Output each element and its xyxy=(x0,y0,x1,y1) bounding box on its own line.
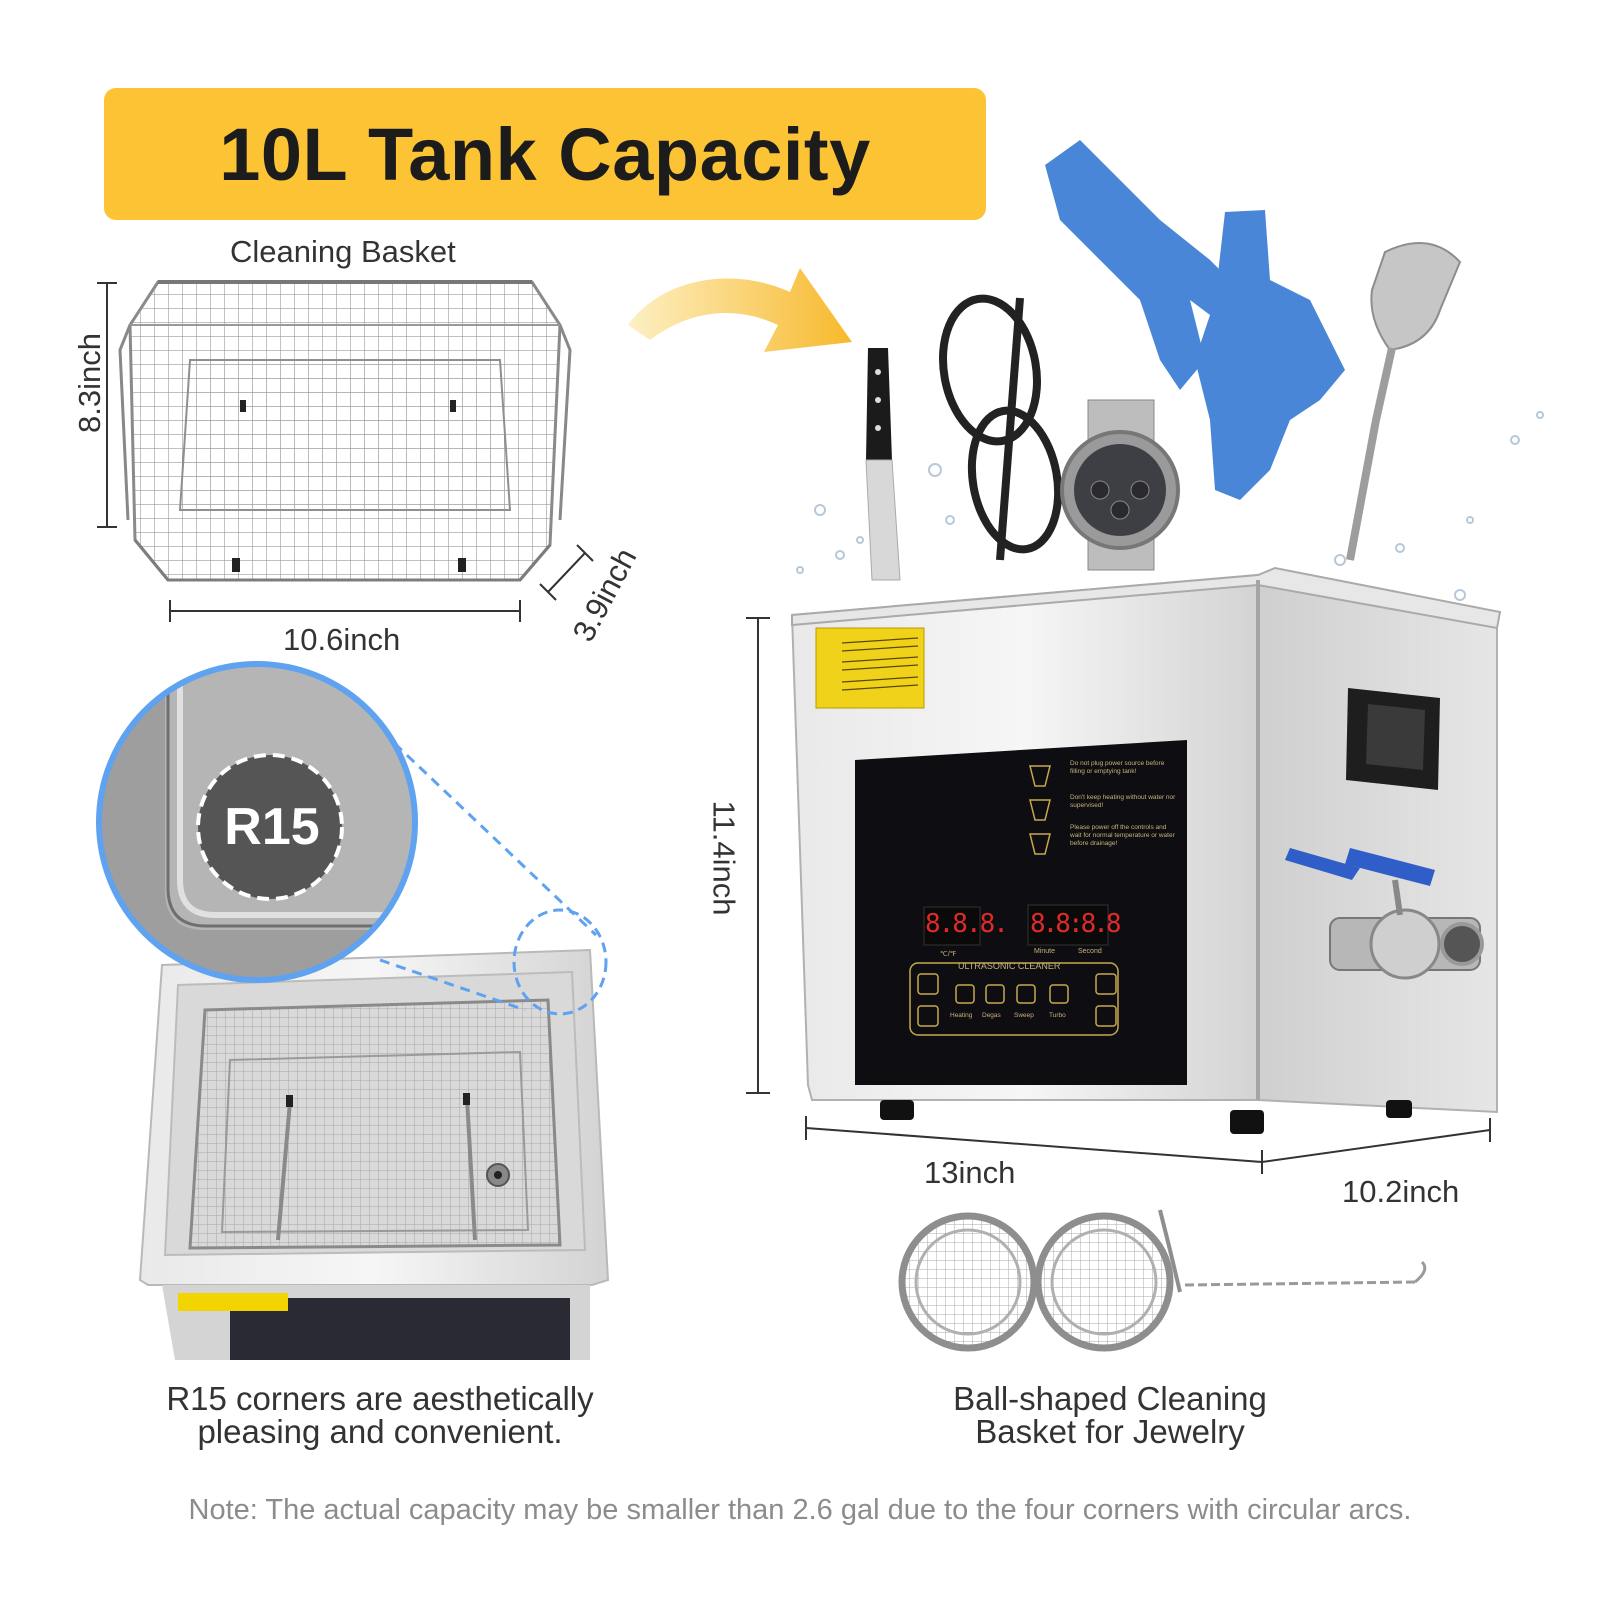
gloves-icon xyxy=(1045,140,1345,500)
heating-button-label: Heating xyxy=(950,1012,973,1019)
cleaner-height-label: 11.4inch xyxy=(706,800,742,916)
corner-caption-line2: pleasing and convenient. xyxy=(197,1413,563,1450)
ball-basket-caption: Ball-shaped Cleaning Basket for Jewelry xyxy=(900,1382,1320,1448)
temperature-display: 8.8.8. xyxy=(925,909,1009,939)
zoom-connector-lines xyxy=(368,718,598,1012)
r15-badge: R15 xyxy=(224,798,320,856)
sweep-button-label: Sweep xyxy=(1014,1012,1034,1019)
minute-label: Minute xyxy=(1034,948,1056,955)
ball-basket-caption-line2: Basket for Jewelry xyxy=(975,1413,1245,1450)
ball-basket-image xyxy=(898,1209,1427,1352)
second-label: Second xyxy=(1078,948,1102,955)
timer-display: 8.8:8.8 xyxy=(1030,909,1122,939)
capacity-note: Note: The actual capacity may be smaller… xyxy=(188,1494,1412,1526)
basket-dimension-lines xyxy=(97,282,594,622)
degas-button-label: Degas xyxy=(982,1012,1001,1019)
watch-icon xyxy=(1060,399,1180,571)
basket-width-label: 10.6inch xyxy=(283,622,401,657)
panel-warning-2: Don't keep heating without water nor sup… xyxy=(1070,794,1176,809)
banner-title: 10L Tank Capacity xyxy=(219,112,871,196)
corner-caption: R15 corners are aesthetically pleasing a… xyxy=(120,1382,640,1448)
knife-icon xyxy=(865,348,901,581)
cleaner-depth-label: 10.2inch xyxy=(1342,1174,1460,1209)
cleaning-basket-image xyxy=(118,280,572,582)
tank-with-basket-image xyxy=(138,908,610,1360)
title-banner: 10L Tank Capacity xyxy=(104,88,986,220)
ultrasonic-cleaner-image xyxy=(790,140,1502,1134)
cleaner-dimension-lines xyxy=(746,617,1491,1174)
spatula-icon xyxy=(1346,242,1462,561)
turbo-button-label: Turbo xyxy=(1049,1012,1066,1019)
glasses-icon xyxy=(939,294,1063,561)
temperature-unit-label: ℃/℉ xyxy=(940,951,957,958)
cleaner-width-label: 13inch xyxy=(924,1155,1016,1190)
arrow-icon xyxy=(628,268,852,352)
cleaning-basket-title: Cleaning Basket xyxy=(230,234,456,269)
panel-warning-1: Do not plug power source before filling … xyxy=(1070,760,1165,775)
panel-warning-3: Please power off the controls and wait f… xyxy=(1070,824,1175,847)
basket-height-label: 8.3inch xyxy=(71,333,107,433)
water-droplets xyxy=(796,411,1544,601)
panel-title: ULTRASONIC CLEANER xyxy=(958,961,1061,971)
ball-basket-caption-line1: Ball-shaped Cleaning xyxy=(953,1380,1267,1417)
corner-caption-line1: R15 corners are aesthetically xyxy=(166,1380,594,1417)
